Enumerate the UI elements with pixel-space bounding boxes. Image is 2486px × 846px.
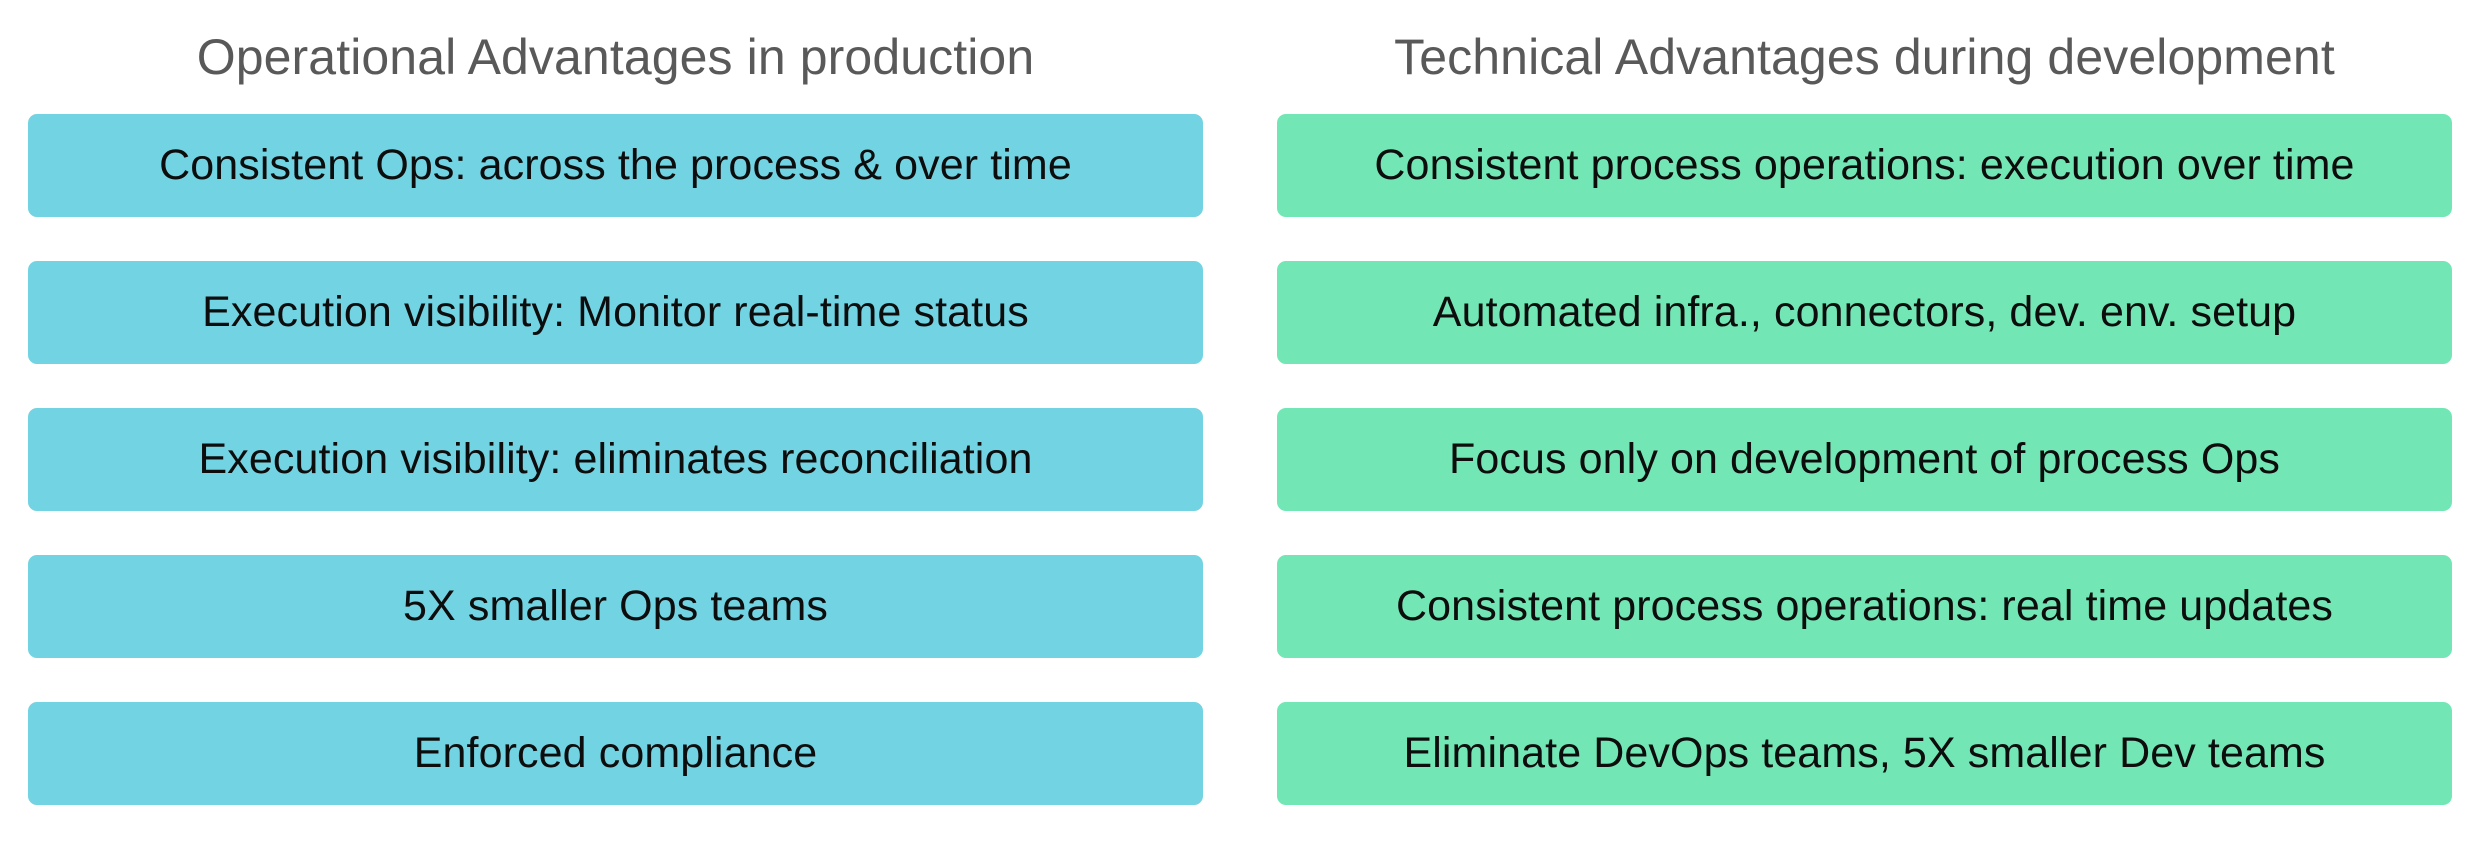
column-technical: Technical Advantages during development … <box>1243 0 2486 846</box>
card-technical-2[interactable]: Automated infra., connectors, dev. env. … <box>1277 261 2452 364</box>
card-technical-1[interactable]: Consistent process operations: execution… <box>1277 114 2452 217</box>
card-label: Execution visibility: eliminates reconci… <box>198 435 1033 483</box>
card-technical-4[interactable]: Consistent process operations: real time… <box>1277 555 2452 658</box>
column-title-technical: Technical Advantages during development <box>1394 29 2335 85</box>
card-operational-1[interactable]: Consistent Ops: across the process & ove… <box>28 114 1203 217</box>
card-technical-3[interactable]: Focus only on development of process Ops <box>1277 408 2452 511</box>
card-label: Enforced compliance <box>413 729 818 777</box>
card-operational-4[interactable]: 5X smaller Ops teams <box>28 555 1203 658</box>
card-technical-5[interactable]: Eliminate DevOps teams, 5X smaller Dev t… <box>1277 702 2452 805</box>
card-operational-3[interactable]: Execution visibility: eliminates reconci… <box>28 408 1203 511</box>
card-label: Consistent process operations: execution… <box>1374 141 2355 189</box>
column-operational: Operational Advantages in production Con… <box>28 29 1203 805</box>
card-label: 5X smaller Ops teams <box>403 582 828 630</box>
column-title-operational: Operational Advantages in production <box>196 29 1035 85</box>
card-list-technical: Consistent process operations: execution… <box>1277 114 2452 805</box>
card-operational-5[interactable]: Enforced compliance <box>28 702 1203 805</box>
card-label: Automated infra., connectors, dev. env. … <box>1432 288 2297 336</box>
card-label: Eliminate DevOps teams, 5X smaller Dev t… <box>1403 729 2326 777</box>
card-operational-2[interactable]: Execution visibility: Monitor real-time … <box>28 261 1203 364</box>
card-label: Focus only on development of process Ops <box>1449 435 2280 483</box>
card-label: Consistent process operations: real time… <box>1396 582 2333 630</box>
card-label: Execution visibility: Monitor real-time … <box>202 288 1029 336</box>
card-list-operational: Consistent Ops: across the process & ove… <box>28 114 1203 805</box>
card-label: Consistent Ops: across the process & ove… <box>159 141 1072 189</box>
